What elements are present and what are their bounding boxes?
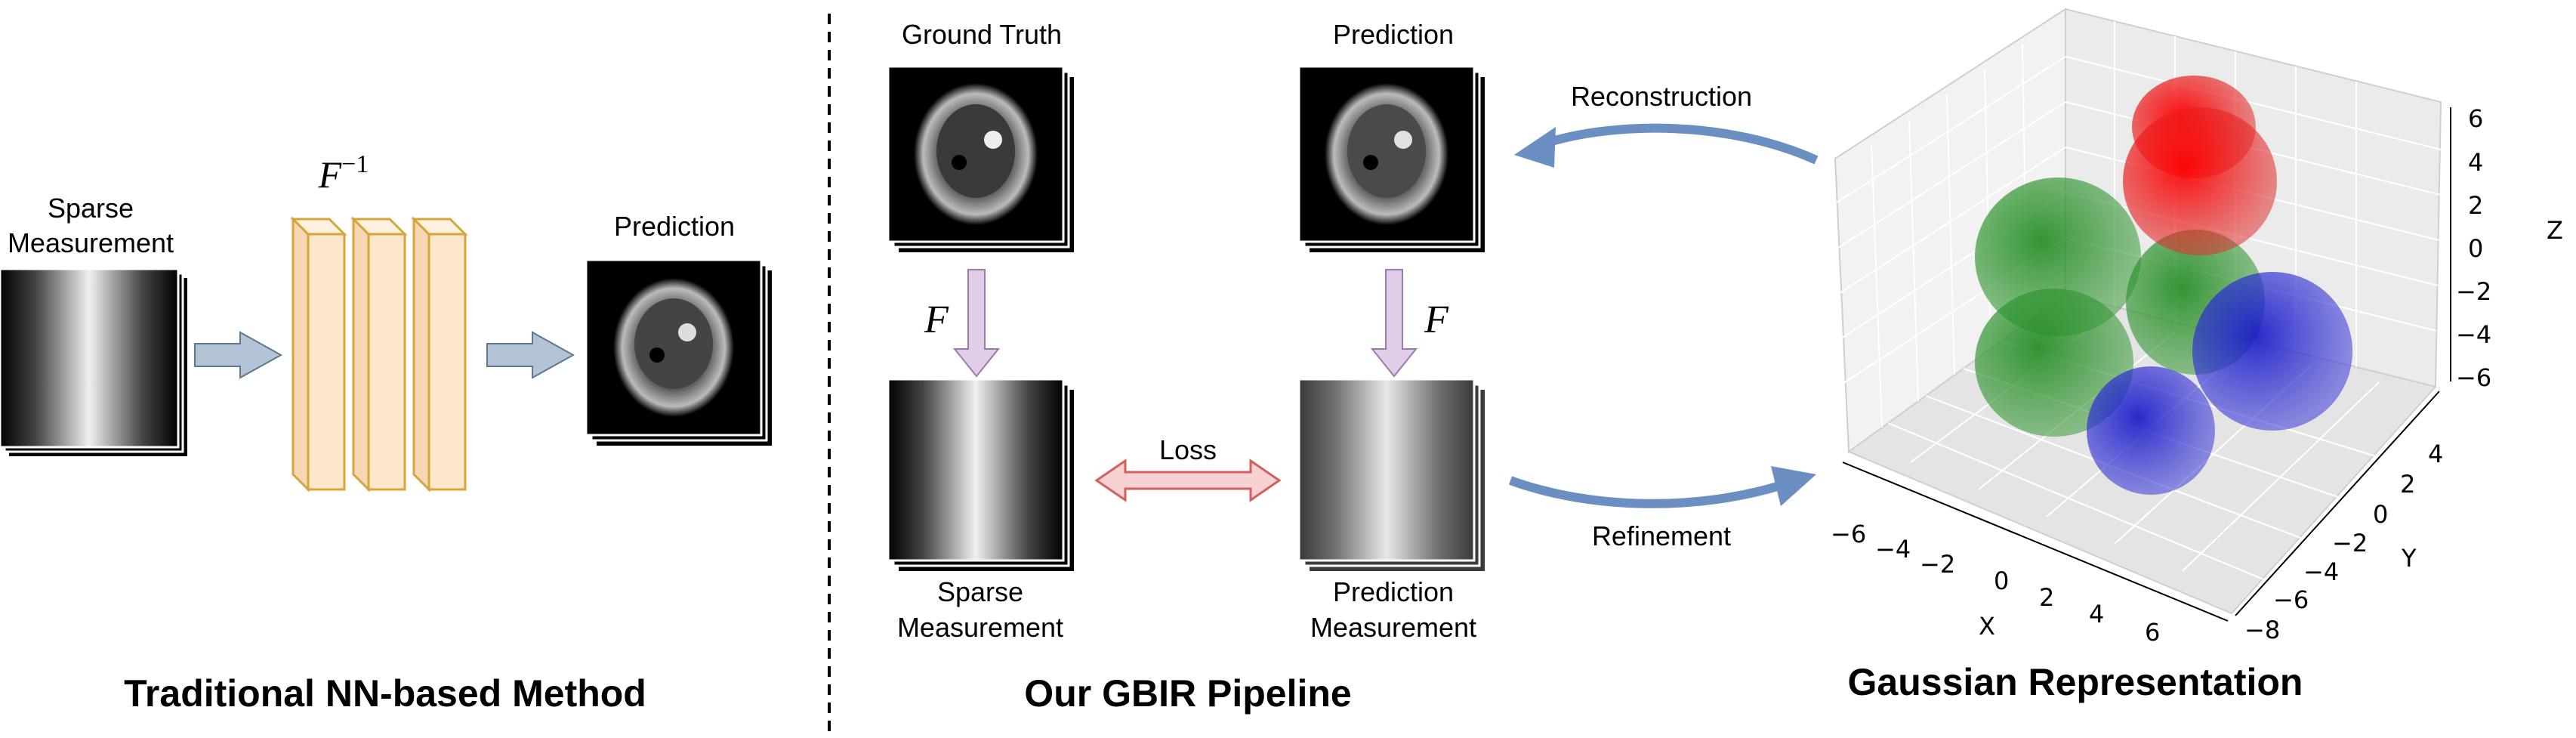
z-tick-3: 0 [2468, 234, 2483, 263]
input-label-line2: Measurement [8, 227, 174, 258]
input-arrow [194, 331, 283, 379]
x-axis-label: X [1979, 612, 1995, 641]
x-tick-1: −4 [1875, 535, 1911, 564]
forward-arrow-left [952, 269, 1001, 378]
left-panel: Sparse Measurement F−1 Prediction [0, 150, 772, 715]
output-label: Prediction [614, 211, 735, 242]
refinement-label: Refinement [1592, 520, 1731, 551]
gaussian-green-2 [1975, 289, 2133, 437]
ground-truth-ct-stack [887, 65, 1074, 252]
reconstruction-arrow [1543, 123, 1819, 165]
z-tick-4: −2 [2456, 277, 2491, 306]
z-axis: 6 4 2 0 −2 −4 −6 Z [2450, 104, 2563, 392]
reconstruction-arrowhead [1514, 127, 1556, 168]
sparse-measurement-stack [887, 378, 1074, 571]
gaussian-ellipsoids [1975, 76, 2352, 495]
x-tick-0: −6 [1831, 520, 1866, 548]
y-tick-3: −2 [2332, 529, 2368, 557]
right-title: Gaussian Representation [1848, 661, 2303, 703]
y-axis: 4 2 0 −2 −4 −6 −8 Y [2235, 391, 2443, 644]
y-axis-label: Y [2401, 544, 2417, 573]
left-title: Traditional NN-based Method [124, 672, 646, 715]
y-tick-6: −8 [2244, 616, 2280, 644]
gaussian-blue-1 [2192, 272, 2352, 431]
z-tick-6: −6 [2456, 363, 2491, 392]
x-axis: −6 −4 −2 0 2 4 6 X [1831, 462, 2229, 647]
pred-meas-label-line2: Measurement [1310, 612, 1476, 643]
gaussian-3d-plot: 6 4 2 0 −2 −4 −6 Z 4 2 0 −2 −4 −6 −8 Y −… [1831, 8, 2563, 703]
sparse-label-line2: Measurement [897, 612, 1063, 643]
inverse-operator-symbol: F [318, 153, 342, 196]
prediction-label: Prediction [1333, 19, 1454, 50]
x-tick-6: 6 [2145, 618, 2160, 647]
input-sinogram-stack [0, 267, 187, 456]
x-tick-4: 2 [2039, 583, 2054, 612]
forward-operator-right: F [1424, 298, 1449, 341]
gaussian-green-1 [1975, 178, 2141, 336]
middle-title: Our GBIR Pipeline [1024, 672, 1351, 715]
connectors: Reconstruction Refinement [1508, 81, 1819, 551]
gaussian-red-2 [2123, 107, 2277, 255]
x-tick-5: 4 [2089, 600, 2104, 628]
y-tick-2: 0 [2373, 500, 2388, 529]
z-tick-0: 6 [2468, 104, 2483, 133]
z-tick-2: 2 [2468, 191, 2483, 220]
middle-panel: Ground Truth Prediction F F [887, 19, 1485, 715]
loss-label: Loss [1159, 434, 1217, 465]
forward-arrow-right [1370, 269, 1418, 378]
input-label-line1: Sparse [48, 193, 134, 224]
x-tick-2: −2 [1920, 550, 1955, 579]
y-tick-5: −6 [2273, 585, 2309, 614]
prediction-ct-stack [585, 258, 772, 446]
prediction-ct-stack-mid [1297, 65, 1485, 252]
svg-text:F−1: F−1 [318, 150, 369, 196]
gaussian-blue-2 [2087, 366, 2215, 495]
y-tick-1: 2 [2400, 470, 2415, 499]
pred-meas-label-line1: Prediction [1333, 576, 1454, 607]
sparse-label-line1: Sparse [937, 576, 1023, 607]
z-tick-5: −4 [2456, 320, 2491, 349]
output-arrow [486, 331, 575, 379]
forward-operator-left: F [924, 298, 949, 341]
inverse-operator-superscript: −1 [341, 150, 369, 178]
x-tick-3: 0 [1994, 567, 2009, 595]
y-tick-0: 4 [2428, 440, 2443, 468]
loss-arrow [1094, 459, 1282, 502]
prediction-measurement-stack [1297, 378, 1485, 571]
neural-network-blocks [290, 216, 468, 493]
refinement-arrowhead [1771, 466, 1816, 506]
ground-truth-label: Ground Truth [902, 19, 1062, 50]
reconstruction-label: Reconstruction [1571, 81, 1752, 112]
y-tick-4: −4 [2303, 557, 2339, 586]
refinement-arrow [1508, 476, 1784, 508]
z-tick-1: 4 [2468, 148, 2483, 177]
z-axis-label: Z [2547, 216, 2563, 245]
